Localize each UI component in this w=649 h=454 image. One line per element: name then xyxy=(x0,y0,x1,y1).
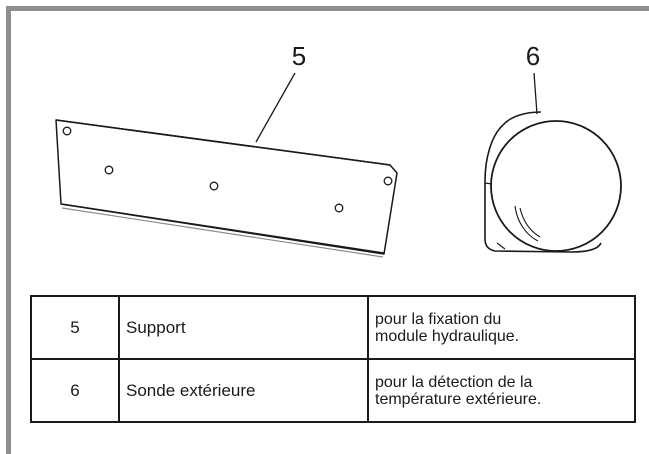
leader-line-6 xyxy=(533,72,538,115)
leader-line-5 xyxy=(255,72,296,143)
bracket-hole xyxy=(209,181,219,191)
callout-label-6: 6 xyxy=(526,41,540,71)
part-description-line: module hydraulique. xyxy=(375,327,520,345)
bracket-hole xyxy=(62,126,72,136)
part-description-line: pour la détection de la xyxy=(375,373,533,391)
part-name: Support xyxy=(118,295,369,360)
part-number: 6 xyxy=(30,358,120,423)
bracket-hole xyxy=(104,165,114,175)
part-name: Sonde extérieure xyxy=(118,358,369,423)
support-bracket xyxy=(55,119,398,258)
bracket-hole xyxy=(334,203,344,213)
frame-top-border xyxy=(6,6,649,11)
parts-table: 5 Support pour la fixation du module hyd… xyxy=(30,295,636,423)
table-row: 6 Sonde extérieure pour la détection de … xyxy=(30,358,636,423)
part-description-line: température extérieure. xyxy=(375,390,542,408)
outdoor-sensor xyxy=(484,111,622,253)
callout-label-5: 5 xyxy=(292,41,306,71)
frame-left-border xyxy=(6,6,11,454)
part-description-line: pour la fixation du xyxy=(375,310,502,328)
bracket-hole xyxy=(383,176,393,186)
part-description: pour la détection de la température exté… xyxy=(367,358,636,423)
part-description: pour la fixation du module hydraulique. xyxy=(367,295,636,360)
parts-illustration: 5 6 xyxy=(11,11,649,291)
table-row: 5 Support pour la fixation du module hyd… xyxy=(30,295,636,360)
part-number: 5 xyxy=(30,295,120,360)
